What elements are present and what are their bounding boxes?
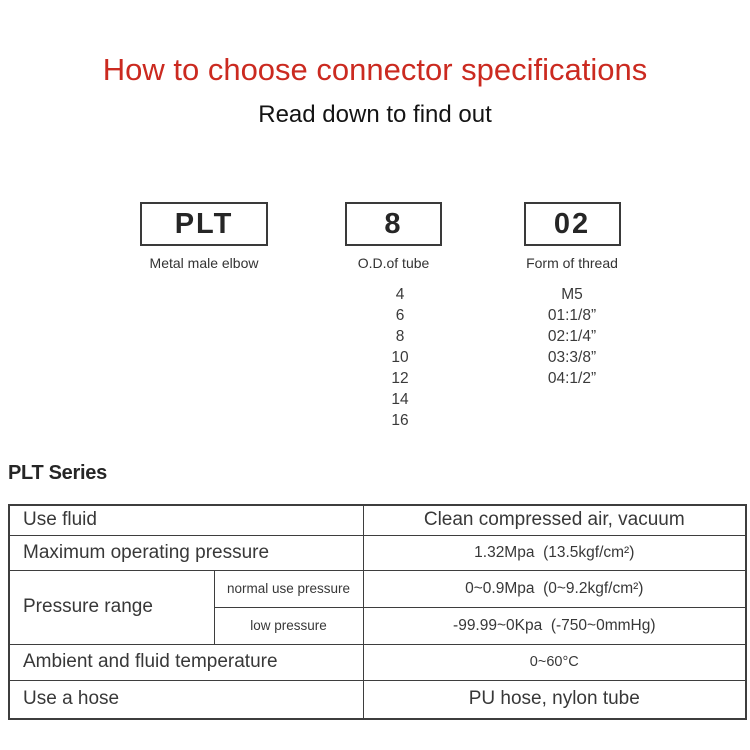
hose-label: Use a hose [8, 679, 364, 720]
max-pressure-label: Maximum operating pressure [8, 534, 364, 571]
low-pressure-value: -99.99~0Kpa (-750~0mmHg) [362, 606, 747, 645]
pressure-range-label: Pressure range [8, 569, 215, 645]
tube-od-options-list: 4 6 8 10 12 14 16 [345, 284, 455, 431]
table-row-pressure-low: low pressure -99.99~0Kpa (-750~0mmHg) [9, 606, 747, 645]
page-title: How to choose connector specifications [102, 52, 648, 87]
thread-form-options-list: M5 01:1/8” 02:1/4” 03:3/8” 04:1/2” [509, 284, 635, 389]
hose-value: PU hose, nylon tube [362, 679, 747, 720]
table-row-temperature: Ambient and fluid temperature 0~60°C [8, 643, 747, 681]
series-code-box: PLT [140, 202, 268, 246]
temperature-value: 0~60°C [362, 643, 747, 681]
normal-pressure-value: 0~0.9Mpa (0~9.2kgf/cm²) [362, 569, 747, 608]
tube-od-option: 14 [391, 391, 409, 408]
use-fluid-label: Use fluid [8, 504, 364, 536]
low-pressure-label: low pressure [213, 606, 364, 645]
max-pressure-value: 1.32Mpa (13.5kgf/cm²) [362, 534, 747, 571]
table-row-pressure-normal: Pressure range normal use pressure 0~0.9… [8, 569, 747, 645]
series-code-label: Metal male elbow [149, 255, 259, 271]
tube-od-code-box: 8 [345, 202, 442, 246]
part-segment-series: PLT Metal male elbow [124, 202, 284, 271]
table-row-hose: Use a hose PU hose, nylon tube [8, 679, 747, 720]
part-segment-tube-od: 8 O.D.of tube [315, 202, 472, 271]
tube-od-option: 6 [395, 307, 405, 324]
thread-form-option: 01:1/8” [547, 307, 597, 324]
tube-od-option: 16 [391, 412, 409, 429]
table-row-use-fluid: Use fluid Clean compressed air, vacuum [8, 504, 747, 536]
tube-od-option: 10 [391, 349, 409, 366]
tube-od-option: 12 [391, 370, 409, 387]
normal-pressure-label: normal use pressure [213, 569, 364, 608]
part-segment-thread: 02 Form of thread [492, 202, 652, 271]
table-row-max-pressure: Maximum operating pressure 1.32Mpa (13.5… [8, 534, 747, 571]
thread-form-option: 03:3/8” [547, 349, 597, 366]
tube-od-option: 4 [395, 286, 405, 303]
series-heading: PLT Series [8, 462, 107, 484]
thread-form-option: 04:1/2” [547, 370, 597, 387]
spec-table: Use fluid Clean compressed air, vacuum M… [8, 504, 748, 720]
temperature-label: Ambient and fluid temperature [8, 643, 364, 681]
thread-form-option: 02:1/4” [547, 328, 597, 345]
use-fluid-value: Clean compressed air, vacuum [362, 504, 747, 536]
thread-code-label: Form of thread [526, 255, 618, 271]
tube-od-code-label: O.D.of tube [357, 255, 430, 271]
tube-od-option: 8 [395, 328, 405, 345]
page-subtitle: Read down to find out [258, 101, 492, 128]
thread-form-option: M5 [561, 286, 583, 303]
thread-code-box: 02 [523, 202, 621, 246]
